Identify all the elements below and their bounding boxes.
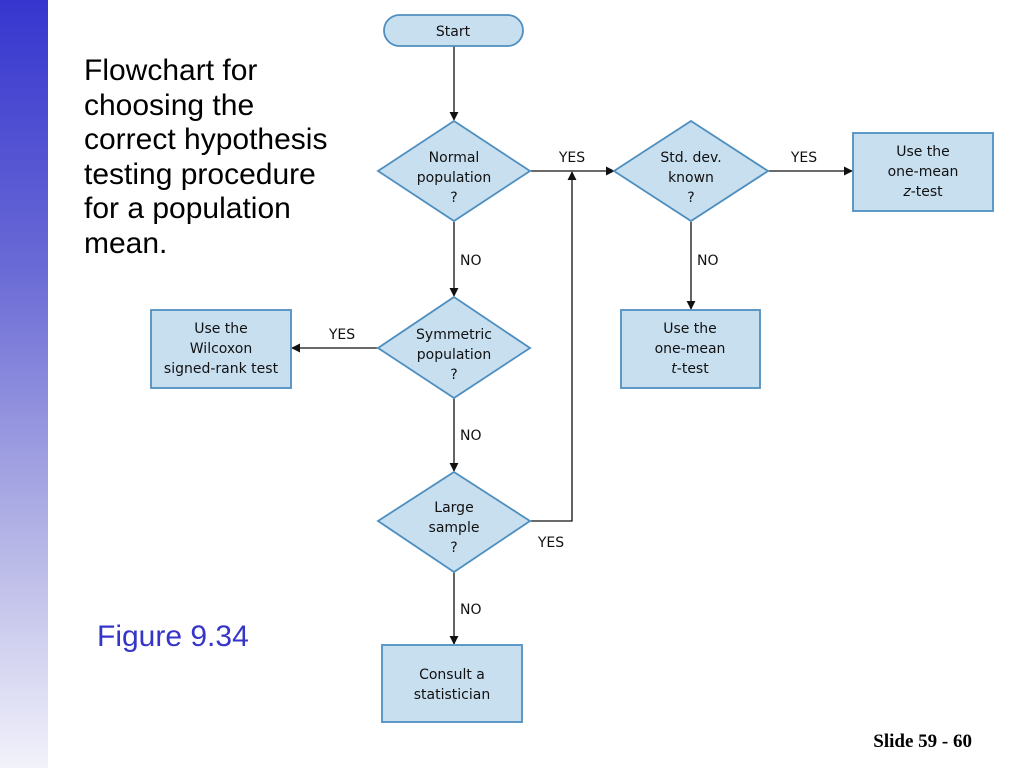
stddev-known-decision: Std. dev. known ?: [612, 119, 770, 223]
caption-line: Flowchart for: [84, 54, 258, 87]
label-stddev-no: NO: [697, 253, 719, 269]
z-test-line2: one-mean: [888, 164, 959, 180]
z-test-symbol: z: [902, 184, 911, 200]
wilcoxon-shape: [150, 309, 292, 389]
normal-line3: ?: [450, 190, 457, 206]
stddev-diamond: [612, 119, 770, 223]
large-line3: ?: [450, 540, 457, 556]
label-stddev-yes: YES: [790, 150, 817, 166]
consult-line2: statistician: [414, 687, 490, 703]
consult-line1: Consult a: [419, 667, 485, 683]
start-shape: [383, 14, 524, 47]
symmetric-population-decision: Symmetric population ?: [376, 295, 532, 400]
t-test-line1: Use the: [663, 321, 717, 337]
normal-diamond: [376, 119, 532, 223]
label-normal-yes: YES: [558, 150, 585, 166]
z-test-shape: [852, 132, 994, 212]
stddev-line3: ?: [687, 190, 694, 206]
wilcoxon-line2: Wilcoxon: [190, 341, 252, 357]
z-test-line3: z-test: [902, 184, 943, 200]
t-test-suffix: -test: [677, 361, 709, 377]
start-label: Start: [436, 24, 471, 40]
normal-population-decision: Normal population ?: [376, 119, 532, 223]
wilcoxon-line1: Use the: [194, 321, 248, 337]
z-test-box: Use the one-mean z-test: [852, 132, 994, 212]
label-large-no: NO: [460, 602, 482, 618]
symmetric-line1: Symmetric: [416, 327, 492, 343]
normal-line2: population: [417, 170, 492, 186]
edge-large-yes: [530, 171, 577, 522]
label-normal-no: NO: [460, 253, 482, 269]
flowchart-edges: [291, 46, 853, 645]
slide-number: Slide 59 - 60: [873, 731, 972, 752]
large-line2: sample: [429, 520, 480, 536]
label-symmetric-no: NO: [460, 428, 482, 444]
t-test-symbol: t: [671, 361, 677, 377]
caption-line: testing procedure: [84, 157, 316, 191]
caption-line: correct hypothesis: [84, 123, 328, 156]
figure-label: Figure 9.34: [97, 620, 249, 653]
large-sample-decision: Large sample ?: [376, 470, 532, 574]
t-test-shape: [620, 309, 761, 389]
label-large-yes: YES: [537, 535, 564, 551]
slide-sidebar-gradient: [0, 0, 48, 768]
label-symmetric-yes: YES: [328, 327, 355, 343]
t-test-line2: one-mean: [655, 341, 726, 357]
wilcoxon-line3: signed-rank test: [164, 361, 279, 377]
symmetric-line2: population: [417, 347, 492, 363]
stddev-line1: Std. dev.: [660, 150, 721, 166]
consult-shape: [381, 644, 523, 723]
t-test-line3: t-test: [671, 361, 709, 377]
stddev-line2: known: [668, 170, 714, 186]
caption-line: for a population: [84, 192, 291, 225]
t-test-box: Use the one-mean t-test: [620, 309, 761, 389]
caption-line: mean.: [84, 226, 168, 260]
large-line1: Large: [434, 500, 473, 516]
large-diamond: [376, 470, 532, 574]
normal-line1: Normal: [429, 150, 480, 166]
consult-statistician-box: Consult a statistician: [381, 644, 523, 723]
wilcoxon-box: Use the Wilcoxon signed-rank test: [150, 309, 292, 389]
symmetric-line3: ?: [450, 367, 457, 383]
z-test-line1: Use the: [896, 144, 950, 160]
caption-line: choosing the: [84, 88, 255, 122]
symmetric-diamond: [376, 295, 532, 400]
z-test-suffix: -test: [911, 184, 943, 200]
start-node: Start: [383, 14, 524, 47]
slide-caption: Flowchart for choosing the correct hypot…: [84, 54, 384, 261]
edge-labels: YES YES NO NO YES NO YES NO: [328, 150, 817, 618]
